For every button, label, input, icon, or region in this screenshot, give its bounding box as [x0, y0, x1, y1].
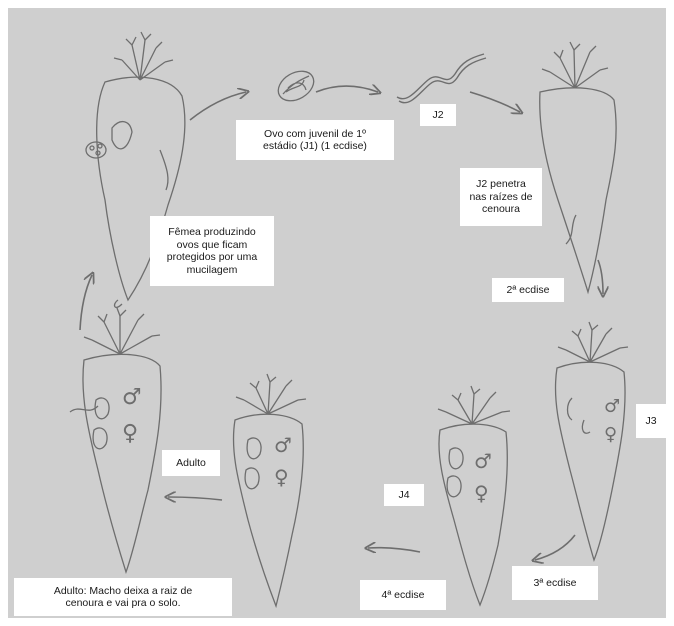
arrow-to-male-leaving [168, 497, 222, 500]
arrow-to-adult [368, 548, 420, 552]
arrow-to-egg [190, 92, 246, 120]
label-j4: J4 [384, 484, 424, 506]
carrot-adult: ♂ ♀ [233, 374, 306, 606]
svg-text:♂: ♂ [474, 449, 492, 473]
carrot-j2-penetrating [540, 42, 616, 292]
egg-j1 [273, 65, 319, 107]
label-j3: J3 [636, 404, 666, 438]
label-j2: J2 [420, 104, 456, 126]
arrow-to-carrot-j2 [470, 92, 520, 112]
label-adulto: Adulto [162, 450, 220, 476]
carrot-j3: ♂ ♀ [555, 322, 628, 560]
label-j2-penetra: J2 penetra nas raízes de cenoura [460, 168, 542, 226]
label-3rd-ecdise: 3ª ecdise [512, 566, 598, 600]
label-egg-j1: Ovo com juvenil de 1º estádio (J1) (1 ec… [236, 120, 394, 160]
arrow-to-j4 [535, 535, 575, 560]
j2-worm [397, 54, 486, 103]
svg-text:♂: ♂ [604, 396, 620, 417]
svg-text:♀: ♀ [474, 481, 489, 505]
svg-text:♀: ♀ [274, 465, 289, 489]
label-2nd-ecdise: 2ª ecdise [492, 278, 564, 302]
svg-text:♀: ♀ [122, 421, 138, 446]
arrow-to-j2 [316, 86, 378, 92]
arrow-up-to-female [80, 275, 92, 330]
label-4th-ecdise: 4ª ecdise [360, 580, 446, 610]
carrot-j4: ♂ ♀ [438, 386, 510, 605]
label-female-eggs: Fêmea produzindo ovos que ficam protegid… [150, 216, 274, 286]
svg-text:♂: ♂ [274, 433, 292, 457]
svg-text:♂: ♂ [122, 385, 142, 410]
svg-text:♀: ♀ [604, 424, 617, 445]
arrow-down-2nd-ecdise [598, 260, 603, 294]
label-male-leaves: Adulto: Macho deixa a raiz de cenoura e … [14, 578, 232, 616]
carrot-male-leaving: ♂ ♀ [70, 308, 161, 572]
